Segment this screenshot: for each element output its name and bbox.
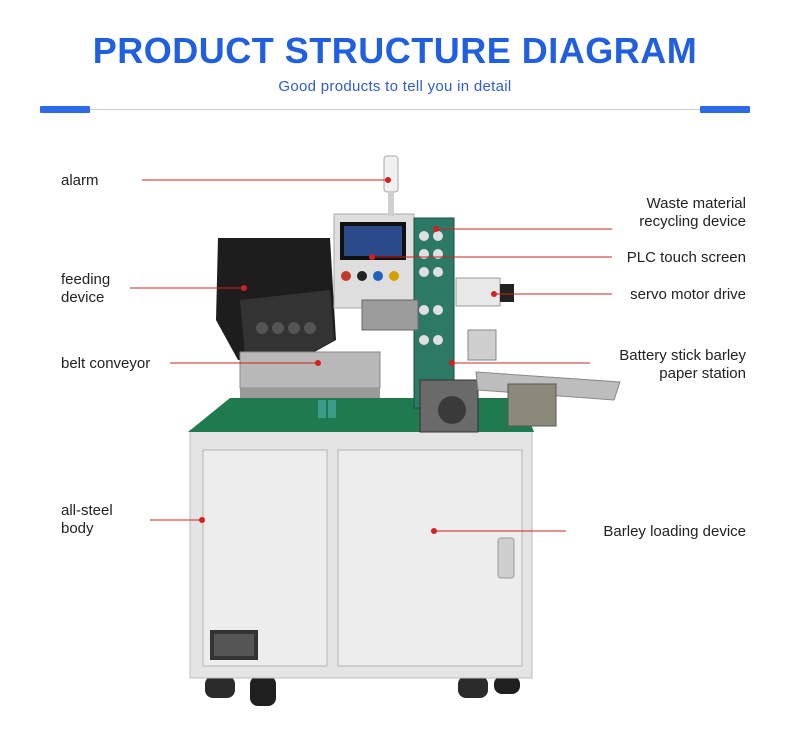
callout-battery-line-1: Battery stick barley <box>619 347 746 364</box>
page-subtitle: Good products to tell you in detail <box>278 78 512 95</box>
caster-wheels <box>205 676 520 706</box>
callout-alarm-text: alarm <box>61 172 99 189</box>
alarm-tower <box>383 155 399 216</box>
header-divider <box>40 109 750 110</box>
callout-belt-conveyor: belt conveyor <box>61 355 150 373</box>
callout-feeding-line-2: device <box>61 289 105 306</box>
callout-plc-text: PLC touch screen <box>626 249 746 266</box>
outfeed-conveyor <box>475 371 621 427</box>
callout-servo-text: servo motor drive <box>630 286 746 303</box>
callout-plc-touch-screen: PLC touch screen <box>627 249 746 267</box>
callout-body-line-1: all-steel <box>61 502 113 519</box>
callout-barley-text: Barley loading device <box>603 523 746 540</box>
callout-feeding-device: feeding device <box>61 271 110 307</box>
callout-body-line-2: body <box>61 520 94 537</box>
callout-leaders <box>130 179 612 532</box>
callout-belt-text: belt conveyor <box>61 355 151 372</box>
steel-cabinet <box>189 429 533 679</box>
callout-waste-line-2: recycling device <box>639 213 746 230</box>
callout-feeding-line-1: feeding <box>61 271 111 288</box>
table-top <box>188 398 534 432</box>
callout-dots <box>199 177 497 534</box>
divider-accent-left <box>40 106 90 113</box>
callout-battery-station: Battery stick barley paper station <box>619 347 746 383</box>
callout-all-steel-body: all-steel body <box>61 502 113 538</box>
callout-barley-loading: Barley loading device <box>603 523 746 541</box>
control-panel <box>333 213 415 309</box>
callout-battery-line-2: paper station <box>659 365 746 382</box>
divider-accent-right <box>700 106 750 113</box>
callout-servo-motor: servo motor drive <box>630 286 746 304</box>
feeding-hopper <box>216 238 336 360</box>
callout-waste-recycling: Waste material recycling device <box>639 195 746 231</box>
callout-alarm: alarm <box>61 172 99 190</box>
station-mechanism <box>361 277 514 433</box>
page-title: PRODUCT STRUCTURE DIAGRAM <box>92 30 698 71</box>
belt-conveyor-unit <box>239 351 381 418</box>
callout-waste-line-1: Waste material <box>646 195 746 212</box>
